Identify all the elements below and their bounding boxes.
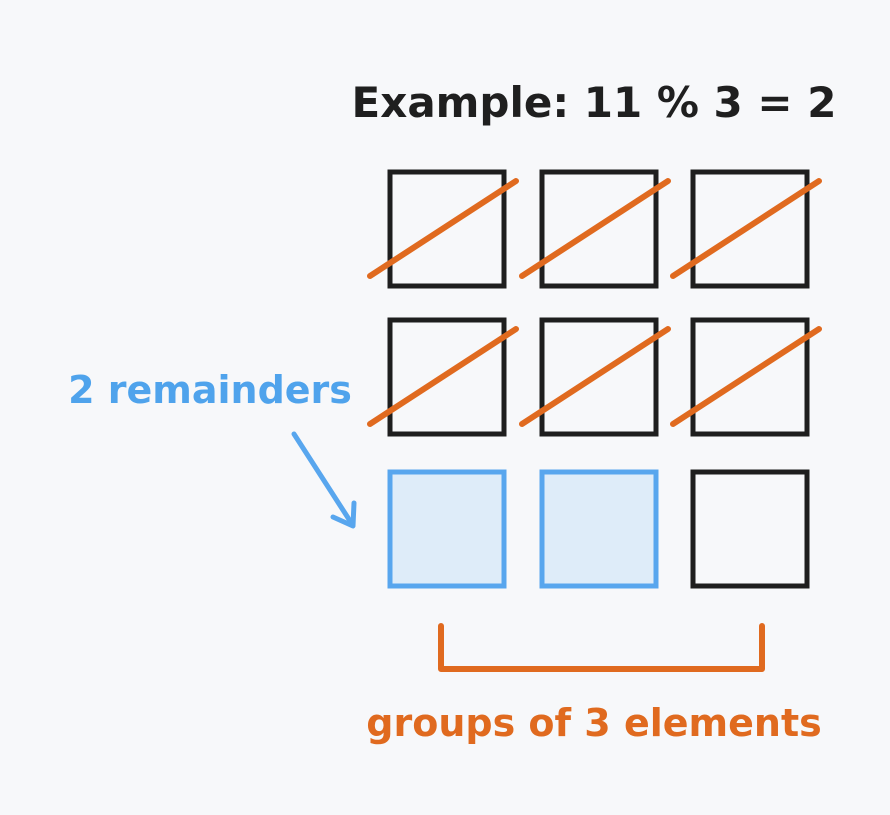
cross-out-line: [670, 178, 822, 279]
cross-out-line: [367, 326, 519, 427]
grouped-box: [387, 169, 507, 289]
cross-out-line: [367, 178, 519, 279]
cross-out-line: [519, 178, 671, 279]
remainder-arrow: [291, 431, 357, 529]
remainder-box: [387, 469, 507, 589]
cross-out-line: [519, 326, 671, 427]
group-bracket: [438, 623, 765, 672]
group-label: groups of 3 elements: [366, 701, 821, 745]
grouped-box: [690, 169, 810, 289]
remainder-box: [539, 469, 659, 589]
grouped-box: [539, 169, 659, 289]
remainder-label: 2 remainders: [68, 368, 352, 412]
grouped-box: [690, 317, 810, 437]
grouped-box: [387, 317, 507, 437]
grouped-box: [539, 317, 659, 437]
cross-out-line: [670, 326, 822, 427]
element-grid: [367, 169, 822, 589]
empty-box: [690, 469, 810, 589]
diagram-title: Example: 11 % 3 = 2: [352, 78, 837, 127]
